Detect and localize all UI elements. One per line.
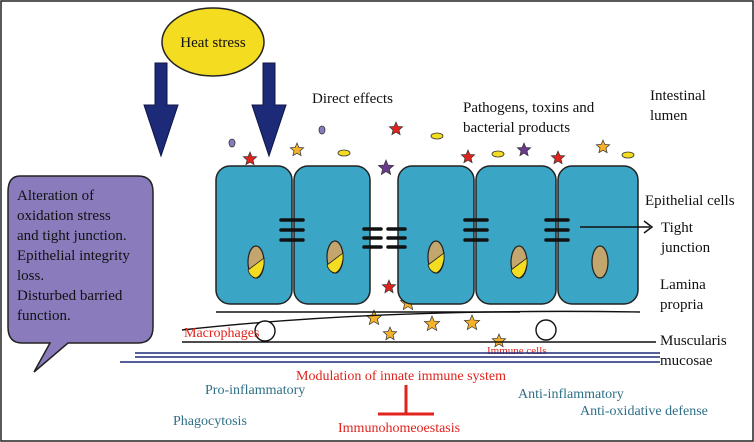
- epithelial-cell: [397, 165, 475, 305]
- epithelial-cell: [475, 165, 557, 305]
- intestinal-lumen-label-2: lumen: [650, 108, 688, 124]
- star-particle: [463, 314, 481, 331]
- pro-inflammatory-label: Pro-inflammatory: [205, 383, 305, 398]
- bubble-line-6: Disturbed barried: [17, 288, 123, 304]
- tight-junction-label-1: Tight: [661, 220, 694, 236]
- epithelial-layer: [215, 165, 639, 305]
- yellow-particle: [491, 150, 505, 158]
- star-particle: [377, 159, 395, 176]
- lamina-propria-label-1: Lamina: [660, 277, 706, 293]
- immune-cells-label: Immune cells: [487, 345, 547, 357]
- nucleus: [591, 245, 609, 279]
- phagocytosis-label: Phagocytosis: [173, 414, 247, 429]
- purple-particle: [318, 125, 326, 135]
- nucleus: [247, 245, 265, 279]
- lamina-propria-label-2: propria: [660, 297, 704, 313]
- lamina-propria-lines: [181, 310, 641, 331]
- pathogen-stars: [242, 121, 611, 348]
- star-particle: [491, 333, 507, 348]
- epithelial-cell: [557, 165, 639, 305]
- intestinal-lumen-label-1: Intestinal: [650, 88, 706, 104]
- yellow-particle: [621, 151, 635, 159]
- bubble-line-7: function.: [17, 308, 71, 324]
- bubble-line-5: loss.: [17, 268, 44, 284]
- star-particle: [381, 279, 397, 294]
- epithelial-cell: [293, 165, 371, 305]
- yellow-particle: [430, 132, 444, 140]
- star-particle: [460, 149, 476, 164]
- yellow-particle: [337, 149, 351, 157]
- heat-stress-label: Heat stress: [180, 35, 246, 51]
- bubble-line-2: oxidation stress: [17, 208, 111, 224]
- heat-arrow-left: [143, 62, 179, 158]
- star-particle: [242, 151, 258, 166]
- star-particle: [423, 315, 441, 332]
- star-particle: [388, 121, 404, 136]
- nucleus: [510, 245, 528, 279]
- star-particle: [595, 139, 611, 154]
- pathogens-label-2: bacterial products: [463, 120, 570, 136]
- immune-cell: [535, 319, 557, 341]
- lumen-particles: [228, 125, 635, 159]
- nucleus: [326, 240, 344, 274]
- muscularis-label-2: mucosae: [660, 353, 713, 369]
- macrophages-label: Macrophages: [184, 326, 259, 341]
- tight-junction-label-2: junction: [660, 240, 711, 256]
- star-particle: [382, 326, 398, 341]
- nucleus: [427, 240, 445, 274]
- bubble-line-3: and tight junction.: [17, 228, 127, 244]
- bubble-line-4: Epithelial integrity: [17, 248, 130, 264]
- immunohomeostasis-label: Immunohomeoestasis: [338, 421, 460, 436]
- tight-junctions: [279, 218, 570, 249]
- bubble-line-1: Alteration of: [17, 188, 94, 204]
- pathogens-label-1: Pathogens, toxins and: [463, 100, 595, 116]
- star-particle: [289, 142, 305, 157]
- direct-effects-label: Direct effects: [312, 91, 393, 107]
- macrophage-cell: [254, 320, 276, 342]
- cell-nuclei: [247, 240, 609, 279]
- heat-arrow-right: [251, 62, 287, 158]
- modulation-label: Modulation of innate immune system: [296, 369, 506, 384]
- mucosae-lines: [120, 352, 660, 363]
- purple-particle: [228, 138, 236, 148]
- anti-inflammatory-label: Anti-inflammatory: [518, 387, 624, 402]
- epithelial-cell: [215, 165, 293, 305]
- anti-oxidative-label: Anti-oxidative defense: [580, 404, 708, 419]
- epithelial-cells-label: Epithelial cells: [645, 193, 735, 209]
- heat-stress-node: Heat stress: [161, 7, 265, 77]
- tight-junction-pointer: [580, 220, 654, 234]
- star-particle: [516, 142, 532, 157]
- inhibition-tbar: [378, 385, 434, 416]
- star-particle: [550, 150, 566, 165]
- effects-bubble: Alteration of oxidation stress and tight…: [7, 175, 154, 373]
- muscularis-label-1: Muscularis: [660, 333, 727, 349]
